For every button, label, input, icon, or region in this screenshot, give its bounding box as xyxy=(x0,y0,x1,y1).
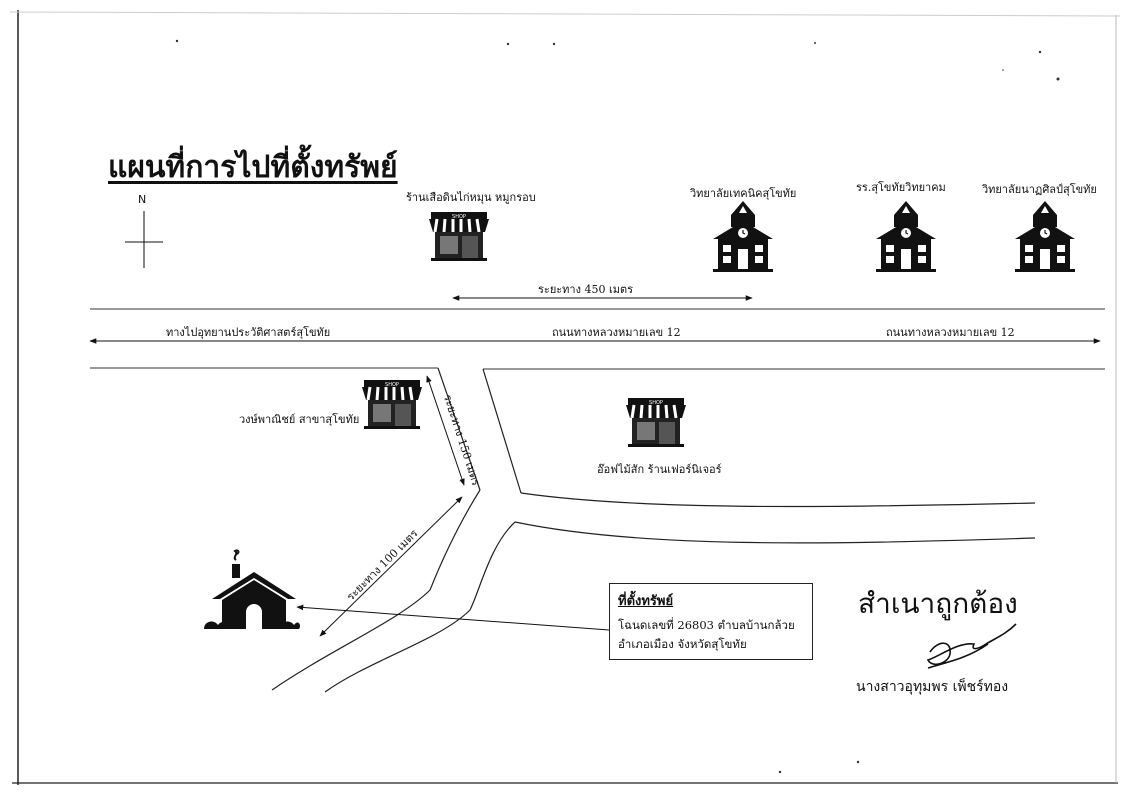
scan-specks xyxy=(175,39,1060,774)
label-shop-left: วงษ์พาณิชย์ สาขาสุโขทัย xyxy=(239,413,360,426)
school-icon xyxy=(875,200,937,273)
shop-sign-label: SHOP xyxy=(385,382,399,388)
certification-text: สำเนาถูกต้อง xyxy=(858,587,1018,620)
signature-scribble xyxy=(926,623,1017,669)
school-icon xyxy=(1014,200,1076,273)
road-label-middle: ถนนทางหลวงหมายเลข 12 xyxy=(552,326,681,339)
distance-arrow-vertical xyxy=(426,375,465,486)
signer-name: นางสาวอุทุมพร เพ็ชร์ทอง xyxy=(856,679,1009,695)
property-heading: ที่ตั้งทรัพย์ xyxy=(618,594,674,609)
distance-label-top: ระยะทาง 450 เมตร xyxy=(538,283,634,296)
label-college-art: วิทยาลัยนาฏศิลป์สุโขทัย xyxy=(982,183,1097,196)
road-label-left: ทางไปอุทยานประวัติศาสตร์สุโขทัย xyxy=(166,326,331,339)
property-line-2: อำเภอเมือง จังหวัดสุโขทัย xyxy=(618,637,747,651)
north-label: N xyxy=(138,193,147,206)
property-line-1: โฉนดเลขที่ 26803 ตำบลบ้านกล้วย xyxy=(618,618,795,632)
label-shop-top: ร้านเสือดินไก่หมุน หมูกรอบ xyxy=(406,191,536,204)
shop-sign-label: SHOP xyxy=(452,214,466,220)
map-title: แผนที่การไปที่ตั้งทรัพย์ xyxy=(108,150,398,185)
distance-arrow-diagonal xyxy=(319,496,463,637)
property-pointer xyxy=(296,604,610,631)
label-college-tech: วิทยาลัยเทคนิคสุโขทัย xyxy=(690,187,797,200)
compass-icon xyxy=(125,211,163,268)
shop-sign-label: SHOP xyxy=(649,400,663,406)
property-info-box: ที่ตั้งทรัพย์ โฉนดเลขที่ 26803 ตำบลบ้านก… xyxy=(609,583,813,660)
road-label-right: ถนนทางหลวงหมายเลข 12 xyxy=(886,326,1015,339)
house-icon xyxy=(204,549,301,629)
school-icon xyxy=(712,200,774,273)
label-shop-right: อ๊อฟไม้สัก ร้านเฟอร์นิเจอร์ xyxy=(597,463,722,476)
label-school: รร.สุโขทัยวิทยาคม xyxy=(856,181,946,194)
